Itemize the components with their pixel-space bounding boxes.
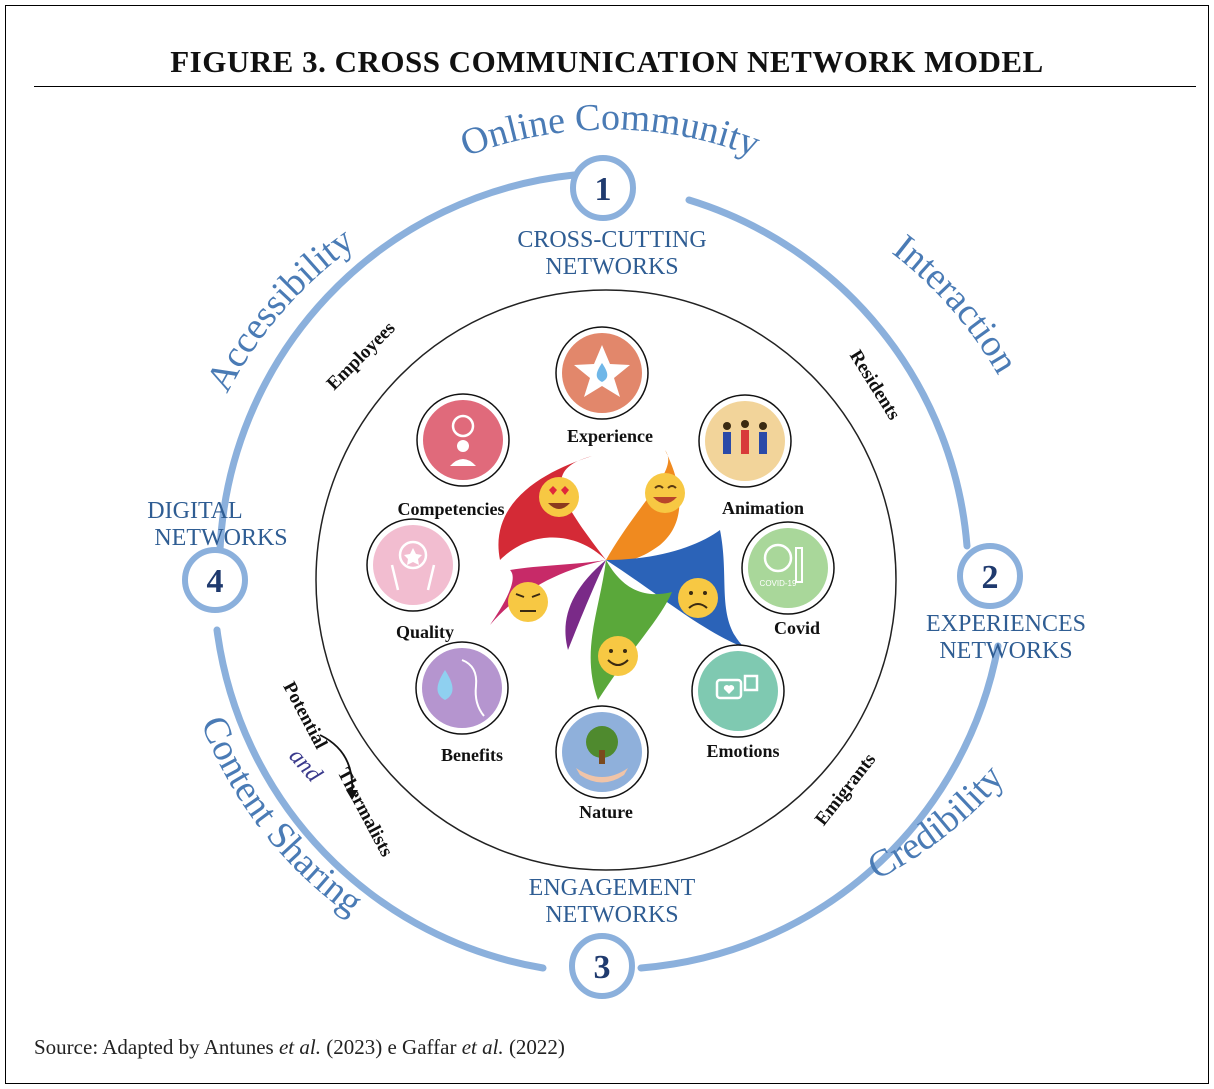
ring-label-credibility: Credibility [861,757,1012,888]
category-label-benefits: Benefits [441,745,503,765]
node-1-number: 1 [595,171,612,208]
figure-frame [5,5,1209,1084]
category-benefits: Benefits [415,641,509,765]
node-1: 1 CROSS-CUTTING NETWORKS [517,155,707,280]
petal-orange [606,450,680,562]
group-emigrants: Emigrants [811,749,880,829]
category-label-animation: Animation [722,498,804,518]
group-thermalists: Thermalists [333,765,397,861]
emoji-smiling [598,636,638,676]
ring-segment-right-bottom [637,642,1002,972]
category-nature: Nature [555,705,649,822]
figure-title: FIGURE 3. CROSS COMMUNICATION NETWORK MO… [170,44,1044,79]
source-mid: (2023) e Gaffar [320,1035,462,1059]
source-note: Source: Adapted by Antunes et al. (2023)… [34,1035,565,1060]
node-2-label-line1: EXPERIENCES [926,611,1086,637]
group-and: and [283,743,327,788]
node-4-number: 4 [207,563,224,600]
svg-text:COVID-19: COVID-19 [760,579,797,588]
body-outline-icon [461,659,485,717]
group-potential: Potential [278,678,331,752]
person-icon [457,440,469,452]
inner-circle [315,289,897,871]
water-drop-icon [596,363,608,382]
outer-ring [213,171,1002,972]
emoji-frowning [678,578,718,618]
group-employees: Employees [323,318,400,395]
node-3-label-line1: ENGAGEMENT [529,875,696,901]
category-experience: Experience [555,326,653,446]
water-drop-icon [437,670,453,700]
category-quality: Quality [366,518,460,642]
lightbulb-icon [451,414,475,438]
tree-icon [586,726,618,758]
title-rule [34,86,1196,87]
category-animation: Animation [698,394,804,518]
virus-icon [763,543,793,573]
node-4: 4 DIGITAL NETWORKS [147,498,288,613]
node-2: 2 EXPERIENCES NETWORKS [926,543,1086,664]
node-1-label-line2: NETWORKS [545,254,678,280]
emoji-heart-eyes [539,477,579,517]
node-4-label-line2: NETWORKS [154,525,287,551]
group-residents: Residents [845,346,904,423]
group-arrow-head [346,790,358,800]
hands-icon [576,768,628,783]
ring-label-content-sharing: Content Sharing [193,710,371,923]
ring-segment-left-top [216,171,578,554]
node-2-number: 2 [982,559,999,596]
node-4-label-line1: DIGITAL [147,498,242,524]
category-label-nature: Nature [579,802,633,822]
petal-magenta [490,560,606,625]
ring-segment-bottom-left [213,626,547,972]
source-etal-2: et al. [461,1035,504,1059]
source-prefix: Source: Adapted by Antunes [34,1035,279,1059]
category-label-emotions: Emotions [706,741,779,761]
group-arrow [319,734,354,794]
category-label-quality: Quality [396,622,454,642]
node-1-label-line1: CROSS-CUTTING [517,227,706,253]
ring-label-interaction: Interaction [885,227,1026,381]
category-label-competencies: Competencies [398,499,505,519]
node-2-label-line2: NETWORKS [939,638,1072,664]
award-badge-icon [398,540,428,570]
hands-icon [390,564,436,591]
source-etal-1: et al. [278,1035,321,1059]
category-label-experience: Experience [567,426,653,446]
category-label-covid: Covid [774,618,820,638]
category-covid: COVID-19 Covid [741,521,835,638]
test-swab-icon [795,547,803,583]
thumbs-up-icon [743,674,759,692]
dancing-people-icon [723,420,767,454]
node-3: 3 ENGAGEMENT NETWORKS [529,875,696,999]
emoji-grinning [645,473,685,513]
heart-icon [723,685,735,694]
category-competencies: Competencies [398,393,510,519]
category-emotions: Emotions [691,644,785,761]
ring-label-online-community: Online Community [455,96,765,165]
petal-blue [606,530,745,648]
chat-bubble-icon [715,678,743,700]
source-suffix: (2022) [503,1035,565,1059]
petal-purple [565,560,606,650]
emoji-angry [508,582,548,622]
node-3-number: 3 [594,949,611,986]
ring-segment-top-right [685,196,971,550]
node-3-label-line2: NETWORKS [545,902,678,928]
